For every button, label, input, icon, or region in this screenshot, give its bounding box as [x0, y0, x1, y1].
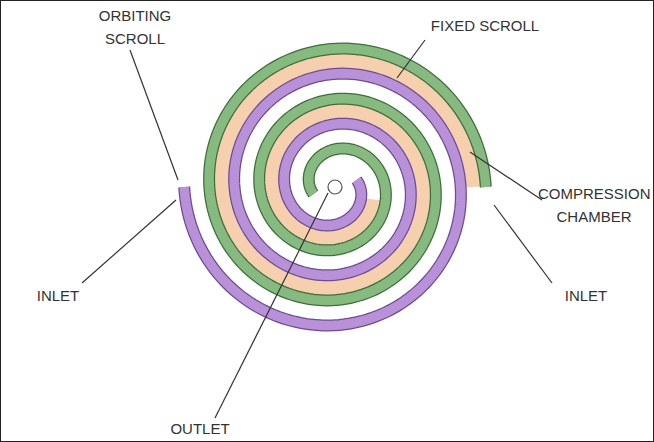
- leader-line: [494, 205, 552, 283]
- leader-line: [130, 50, 178, 180]
- port-label: INLET: [18, 284, 98, 307]
- port-label: INLET: [546, 284, 626, 307]
- outlet-port: [328, 180, 342, 194]
- leader-line: [397, 40, 425, 78]
- fixed-scroll: [209, 49, 486, 301]
- part-label: FIXED SCROLL: [400, 14, 570, 37]
- port-label: OUTLET: [155, 417, 245, 440]
- part-label: COMPRESSION CHAMBER: [538, 182, 650, 228]
- leader-lines: [82, 40, 552, 418]
- scroll-spirals: [184, 49, 486, 326]
- leader-line: [470, 152, 542, 200]
- leader-line: [82, 200, 176, 283]
- part-label: ORBITING SCROLL: [80, 4, 190, 50]
- fixed-scroll-edge: [209, 49, 486, 301]
- leader-line: [215, 193, 328, 418]
